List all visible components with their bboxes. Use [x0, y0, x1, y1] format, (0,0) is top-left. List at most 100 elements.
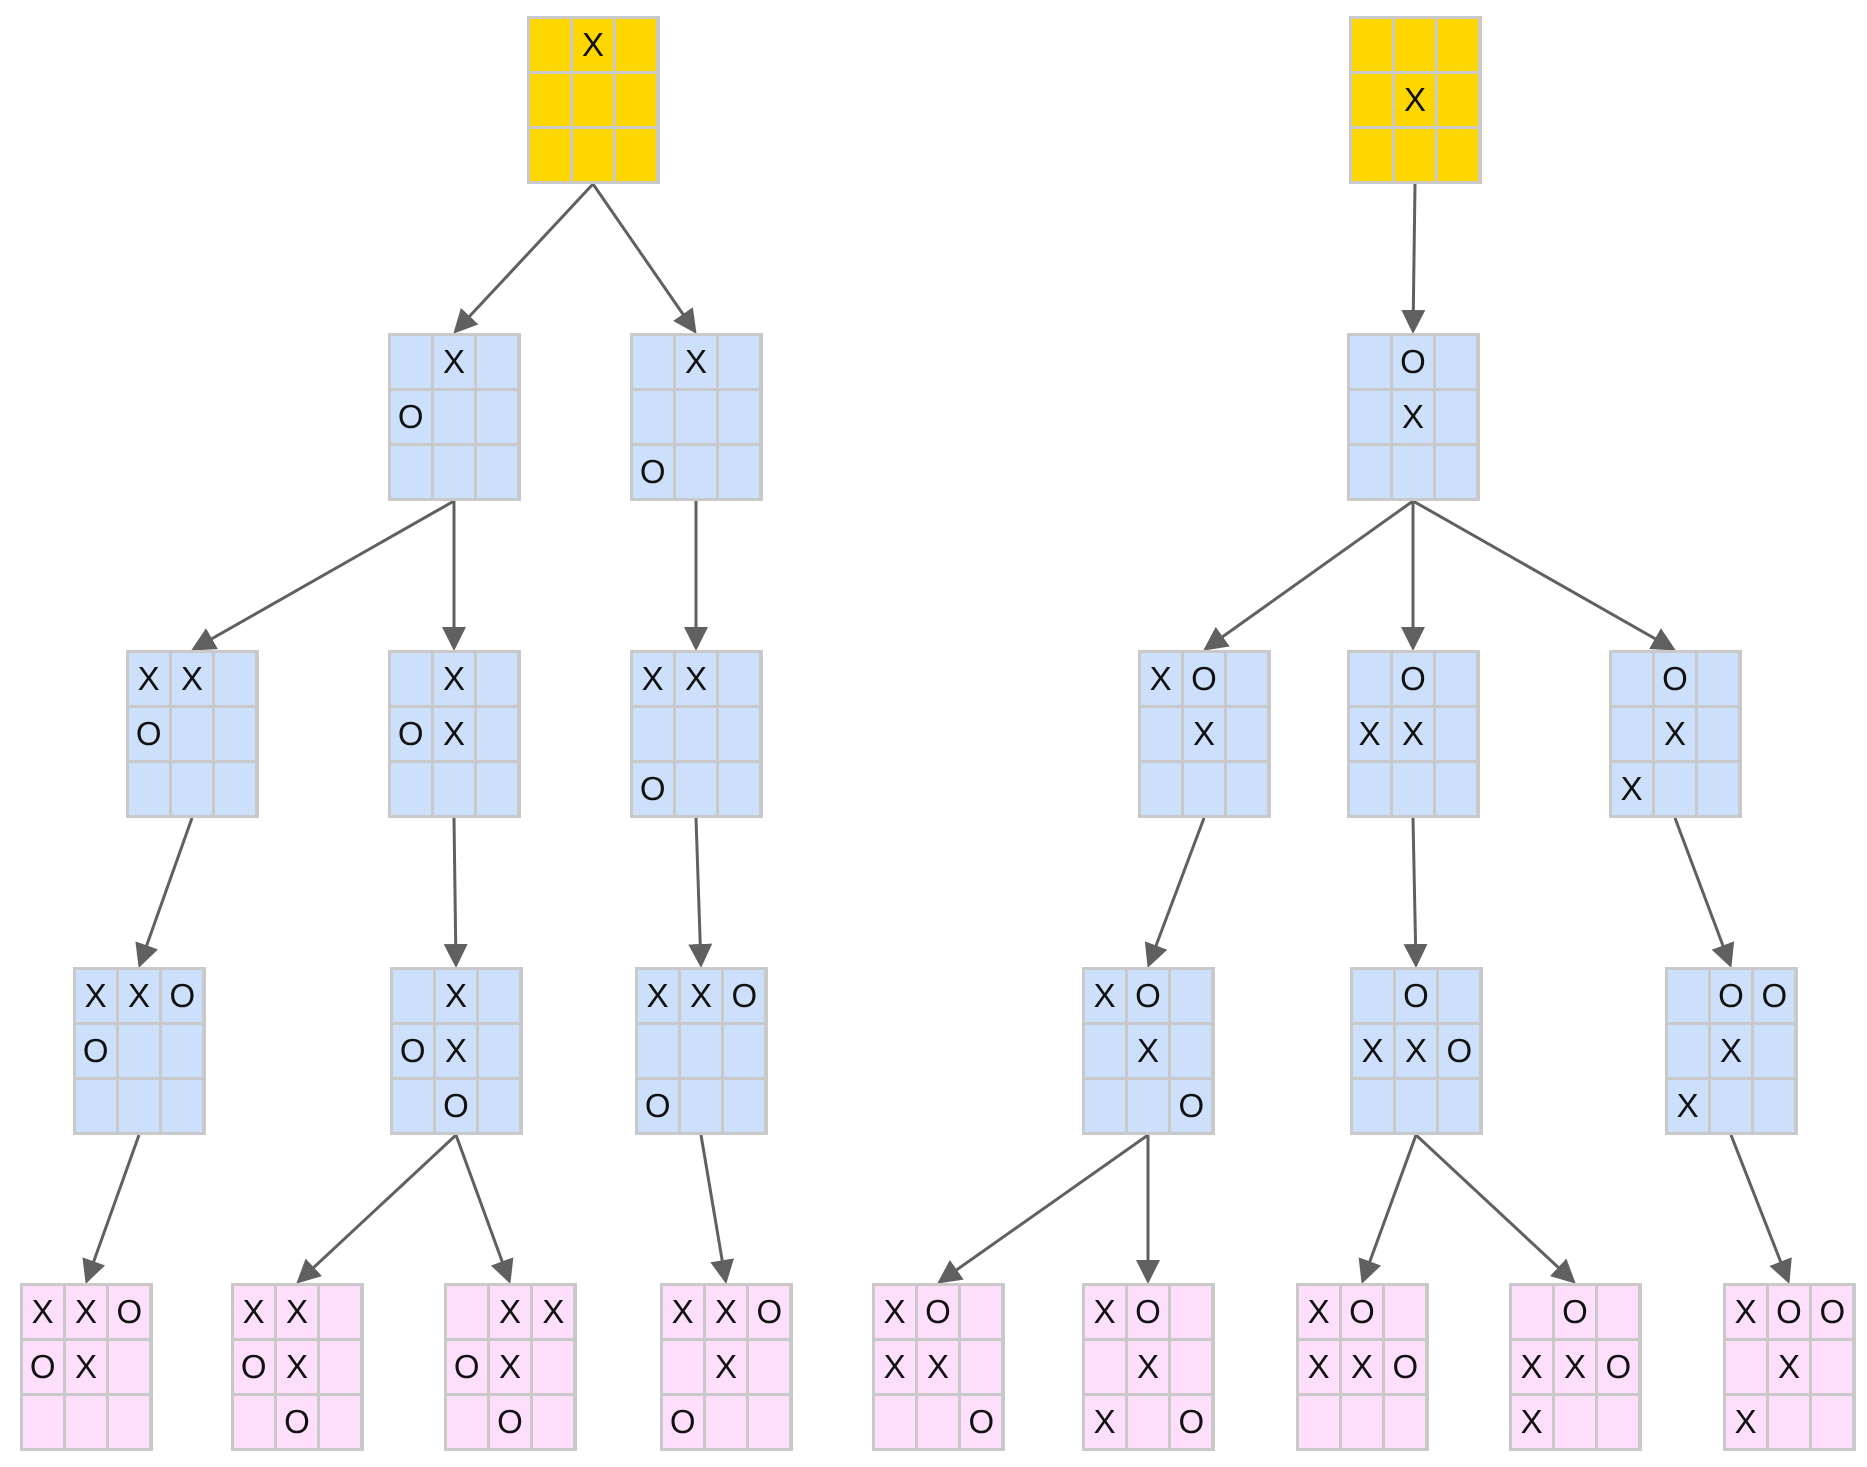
board-cell — [1654, 763, 1696, 815]
board-cell: O — [1127, 970, 1169, 1022]
board-cell: O — [109, 1286, 150, 1338]
board-cell — [1392, 763, 1434, 815]
board-cell: X — [1352, 1025, 1393, 1077]
board-cell: X — [1084, 970, 1125, 1022]
edge-a1-a3 — [191, 499, 455, 651]
board-cell — [1436, 391, 1477, 443]
board-cell: X — [433, 708, 475, 760]
board-cell: X — [1710, 1025, 1752, 1077]
board-cell — [1349, 763, 1390, 815]
board-cell — [529, 129, 570, 181]
board-cell — [390, 446, 431, 498]
board-cell: X — [1554, 1341, 1596, 1393]
board-cell — [320, 1396, 361, 1448]
board-cell: X — [118, 970, 160, 1022]
board-cell — [874, 1396, 915, 1448]
board-cell — [1436, 708, 1477, 760]
board-cell: O — [1554, 1286, 1596, 1338]
board-cell: O — [22, 1341, 63, 1393]
board-cell — [724, 1080, 765, 1132]
board-cell: O — [1183, 653, 1225, 705]
board-cell — [479, 1025, 520, 1077]
board-cell: X — [1654, 708, 1696, 760]
board-cell: X — [1349, 708, 1390, 760]
board-cell — [675, 708, 717, 760]
board-cell — [171, 763, 213, 815]
board-cell: X — [632, 653, 673, 705]
board-cell — [724, 1025, 765, 1077]
board-cell — [1227, 653, 1268, 705]
board-cell: X — [1511, 1341, 1552, 1393]
board-cell: X — [433, 336, 475, 388]
board-cell: X — [1183, 708, 1225, 760]
board-cell — [477, 446, 518, 498]
board-cell: O — [637, 1080, 678, 1132]
edge-a8-a12 — [699, 1134, 735, 1284]
board-cell — [1698, 708, 1739, 760]
board-cell — [171, 708, 213, 760]
edge-b4-b7 — [1673, 817, 1735, 968]
board-cell — [1667, 970, 1708, 1022]
board-cell — [1351, 129, 1392, 181]
board-cell: X — [1140, 653, 1181, 705]
board-cell: O — [1395, 970, 1437, 1022]
board-cell — [1395, 1080, 1437, 1132]
board-cell: X — [276, 1341, 318, 1393]
board-cell — [1725, 1341, 1766, 1393]
board-cell: O — [917, 1286, 959, 1338]
edge-b6-b10 — [1358, 1134, 1418, 1284]
board-cell: X — [276, 1286, 318, 1338]
board-cell: X — [171, 653, 213, 705]
board-cell: X — [637, 970, 678, 1022]
board-cell — [1171, 1341, 1212, 1393]
board-cell — [433, 763, 475, 815]
board-cell — [1611, 653, 1652, 705]
edge-b3-b6 — [1403, 817, 1428, 968]
board-cell: X — [233, 1286, 274, 1338]
board-cell: X — [435, 1025, 477, 1077]
board-cell: O — [1768, 1286, 1810, 1338]
board-cell: O — [1392, 336, 1434, 388]
board-cell: X — [65, 1341, 107, 1393]
board-cell — [1754, 1080, 1795, 1132]
board-cell: X — [533, 1286, 574, 1338]
board-cell — [1171, 1286, 1212, 1338]
board-cell: X — [128, 653, 169, 705]
board-cell: X — [1298, 1286, 1339, 1338]
board-cell — [1710, 1080, 1752, 1132]
board-cell: O — [1654, 653, 1696, 705]
board-cell: O — [632, 446, 673, 498]
board-cell — [162, 1080, 203, 1132]
board-cell — [1812, 1341, 1853, 1393]
board-cell — [1084, 1080, 1125, 1132]
board-cell — [390, 763, 431, 815]
board-cell — [1352, 970, 1393, 1022]
edge-a7-a11 — [454, 1134, 514, 1284]
board-cell — [162, 1025, 203, 1077]
board-cell — [1140, 763, 1181, 815]
board-cell — [1698, 763, 1739, 815]
edge-b5-b8 — [937, 1133, 1149, 1284]
board-cell: O — [276, 1396, 318, 1448]
board-cell: X — [1127, 1341, 1169, 1393]
board-cell — [529, 19, 570, 71]
board-cell: X — [65, 1286, 107, 1338]
board-cell — [1436, 446, 1477, 498]
board-cell — [675, 446, 717, 498]
board-cell — [215, 763, 256, 815]
board-cell — [632, 708, 673, 760]
board-cell: X — [75, 970, 116, 1022]
board-cell — [392, 1080, 433, 1132]
board-cell: X — [572, 19, 614, 71]
board-cell — [1183, 763, 1225, 815]
board-cell: X — [1394, 74, 1436, 126]
board-cell — [109, 1341, 150, 1393]
board-root-a0: X — [526, 16, 660, 184]
